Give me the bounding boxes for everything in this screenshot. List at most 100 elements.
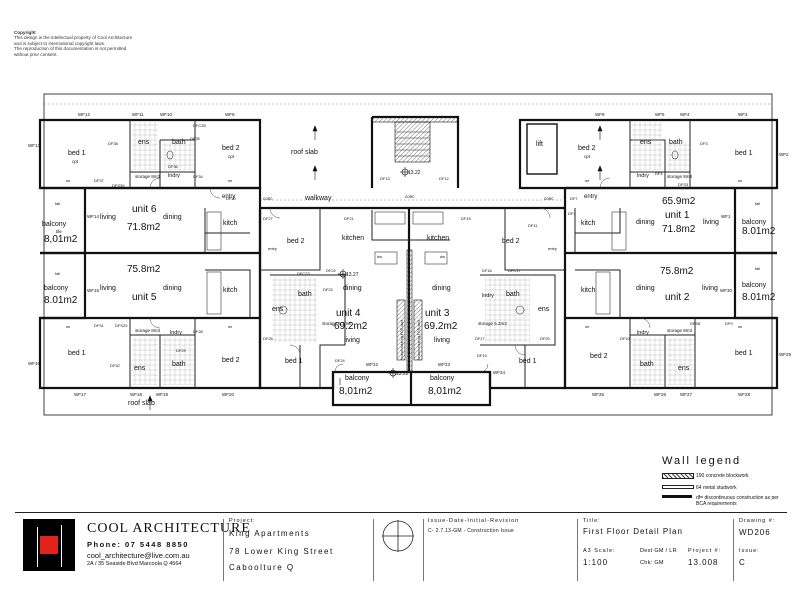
window-tag: WF18 [130,392,142,397]
room-label: kitch [223,220,238,227]
room-label: ens [138,139,150,146]
window-tag: WF1 [721,214,731,219]
door-tag: DF38 [108,141,119,146]
room-label: storage 8m3 [667,174,693,179]
room-label: roof slab [128,400,155,407]
discontinuous-swatch [662,495,692,498]
room-label: balcony [742,282,767,289]
window-tag: WF29 [779,352,791,357]
brand-address: 2A / 35 Seaside Blvd Marcoola Q 4564 [87,561,182,567]
project-suburb: Caboolture Q [229,563,295,572]
door-tag: DF29 [176,348,187,353]
logo-line [37,527,38,567]
copyright-line: The reproduction of this documentation i… [14,46,127,52]
unit-area: 75.8m2 [660,266,694,277]
title-label: Title: [583,518,601,524]
drawing-no-value: WD206 [739,528,771,537]
room-label: lndry [168,173,180,179]
room-label: 13.22 [396,371,409,377]
room-label: dining [163,285,182,292]
legend-label: 190 concrete blockwork [696,473,749,479]
unit-name: unit 1 [665,210,690,221]
room-label: entry [584,194,597,200]
room-label: kitchen [427,235,449,242]
duct-label: sound reducing FGG duct [417,320,421,360]
room-label: bed 1 [68,350,86,357]
room-label: storage 8m3 [135,328,161,333]
copyright-line: This design is the intellectual property… [14,35,133,41]
room-label: balcony [430,375,455,382]
room-label: bed 2 [287,238,305,245]
door-tag: DFC35 [193,123,206,128]
room-label: bed 1 [735,150,753,157]
window-tag: WF11 [132,112,144,117]
north-point-icon [382,520,414,552]
door-tag: DF4 [655,171,663,176]
room-label: bed 1 [735,350,753,357]
window-tag: WF9 [225,112,235,117]
unit-area: 69.2m2 [334,321,368,332]
drawing-no-label: Drawing #: [739,518,776,524]
room-label: bed 2 [502,238,520,245]
project-name: King Apartments [229,529,311,538]
room-label: ens [640,139,652,146]
room-label: bath [640,361,654,368]
door-tag: DF36 [168,164,179,169]
setout-lines [44,103,772,201]
room-label: lndry [637,330,649,336]
issue-row: C- 2.7.13-GM - Construction Issue [428,528,515,534]
unit-name: unit 4 [336,308,361,319]
room-label: lift [536,141,543,148]
door-tag: DF15 [461,216,472,221]
room-label: lndry [637,173,649,179]
project-no-label: Project #: [688,548,722,554]
room-label: conc [405,194,415,199]
door-tag: DF17 [475,336,486,341]
tile-areas [132,122,694,385]
door-tag: DF35 [190,136,201,141]
window-tag: WF22 [366,362,378,367]
door-tag: DF11 [528,223,538,228]
room-label: cpt [584,154,591,159]
legend-label: 64 metal studwork [696,485,737,491]
copyright-heading: Copyright [14,30,36,35]
finish-tag: fall [55,271,60,276]
window-tag: WF15 [87,288,99,293]
door-tag: DF24 [335,358,346,363]
window-tag: WF8 [595,112,605,117]
room-label: kitchen [342,235,364,242]
room-label: balcony [742,219,767,226]
room-label: dining [636,219,655,226]
window-tag: WF12 [78,112,90,117]
window-tag: WF26 [654,392,666,397]
issue-header: Issue-Date-Initial-Revision [428,518,520,524]
legend-label: df= discontinuous construction as per BC… [696,495,779,507]
room-label: living [344,337,360,344]
room-label: dining [636,285,655,292]
finish-tag: fall [55,201,60,206]
room-label: dining [163,214,182,221]
title-divider [223,519,224,581]
title-divider [373,519,374,581]
room-label: living [703,219,719,226]
room-label: balcony [44,285,69,292]
window-tag: WF14 [87,214,99,219]
logo-red-square [40,536,58,554]
unit-name: unit 6 [132,204,157,215]
room-label: entry [222,194,235,200]
room-label: storage 8m3 [667,328,693,333]
window-tag: WF17 [74,392,86,397]
door-tag: DF13 [380,176,391,181]
room-label: lndry [170,330,182,336]
room-label: bed 2 [222,145,240,152]
room-label: storage 8m3 [135,174,161,179]
door-tag: DF23 [323,287,334,292]
room-label: bed 1 [285,358,303,365]
room-label: storage 5.3m3 [478,321,507,326]
window-tag: WF30 [720,288,732,293]
finish-tag: dw [377,254,382,259]
room-label: conc [263,196,273,201]
finish-tag: wr [585,178,590,183]
